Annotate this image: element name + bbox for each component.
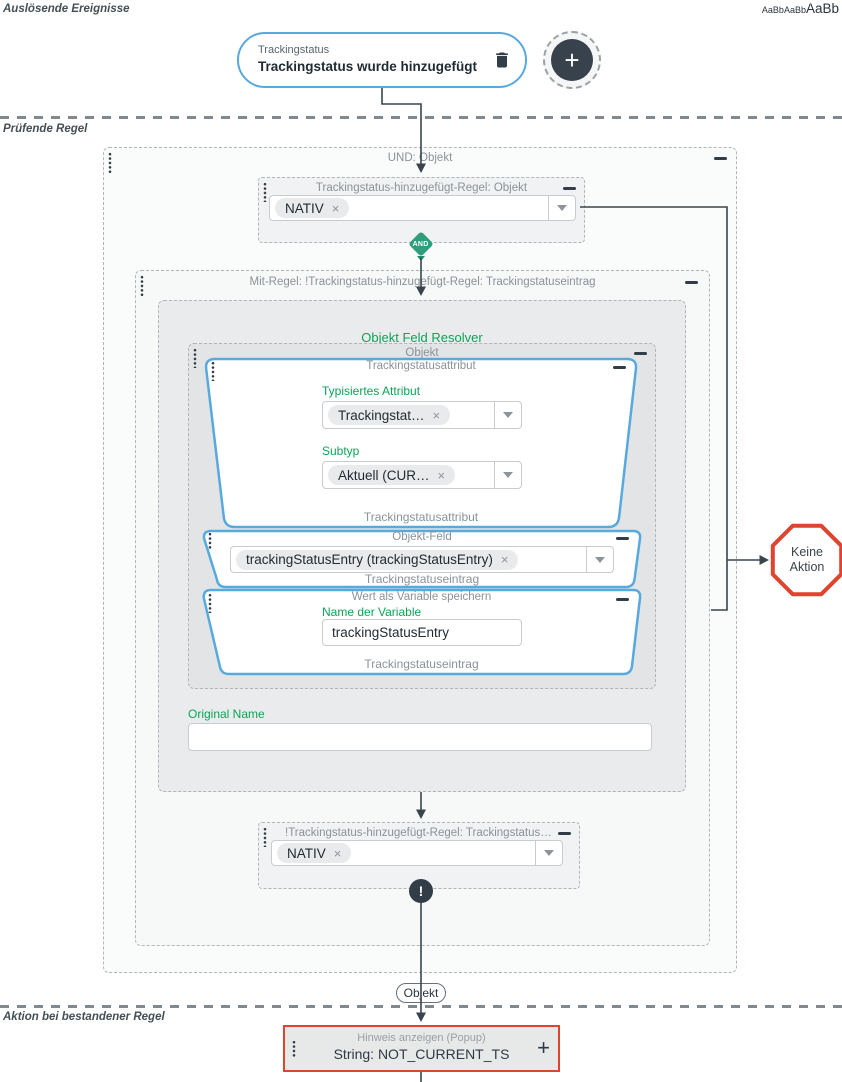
variable-name-label: Name der Variable [322,605,421,619]
und-group-title: UND: Objekt [134,152,706,164]
action-subtitle: Hinweis anzeigen (Popup) [311,1032,532,1044]
typed-attribute-dropdown-toggle[interactable] [494,402,521,428]
rule2-title: !Trackingstatus-hinzugefügt-Regel: Track… [285,827,553,839]
chip-remove-icon[interactable]: × [334,846,342,861]
attribute-node-title: Trackingstatusattribut [232,360,610,372]
original-name-input[interactable] [188,723,652,751]
object-field-chip[interactable]: trackingStatusEntry (trackingStatusEntry… [236,550,518,570]
section-label-triggering-events: Auslösende Ereignisse [3,3,130,15]
subtype-chip[interactable]: Aktuell (CUR…× [328,465,455,485]
objekt-output-pill: Objekt [396,983,446,1003]
attribute-node-collapse-button[interactable] [613,366,626,369]
add-action-button[interactable]: + [537,1035,550,1061]
rule2-collapse-button[interactable] [558,832,571,835]
variable-node-title: Wert als Variable speichern [229,591,614,603]
no-action-node[interactable]: Keine Aktion [767,545,842,575]
rule2-value-chip[interactable]: NATIV× [277,843,351,863]
add-trigger-button[interactable]: + [543,31,601,89]
chip-remove-icon[interactable]: × [438,468,446,483]
rule2-drag-handle[interactable] [263,827,267,847]
typed-attribute-chip[interactable]: Trackingstat…× [328,405,450,425]
separator-checking-rule [0,116,842,119]
action-node[interactable]: Hinweis anzeigen (Popup) String: NOT_CUR… [283,1025,560,1072]
rule1-drag-handle[interactable] [263,182,267,202]
chip-remove-icon[interactable]: × [501,552,509,567]
rule1-title: Trackingstatus-hinzugefügt-Regel: Objekt [287,182,556,194]
mit-regel-title: Mit-Regel: !Trackingstatus-hinzugefügt-R… [166,276,679,288]
rule1-value-chip[interactable]: NATIV× [275,198,349,218]
not-badge: ! [409,879,433,903]
object-field-node[interactable]: Objekt-Feld trackingStatusEntry (trackin… [198,527,646,591]
mit-regel-collapse-button[interactable] [685,281,698,284]
attribute-node-drag-handle[interactable] [211,361,215,381]
variable-node-collapse-button[interactable] [616,598,629,601]
font-sample-small: AaBbAaBb [762,5,806,15]
attribute-node[interactable]: Trackingstatusattribut Typisiertes Attri… [200,355,642,532]
subtype-select[interactable]: Aktuell (CUR…× [322,461,522,489]
rule1-collapse-button[interactable] [563,187,576,190]
chip-remove-icon[interactable]: × [433,408,441,423]
object-field-select[interactable]: trackingStatusEntry (trackingStatusEntry… [230,546,614,573]
delete-trigger-button[interactable] [492,49,512,76]
und-group-collapse-button[interactable] [714,157,727,160]
subtype-label: Subtyp [322,444,359,458]
font-samples: AaBbAaBbAaBb [762,1,839,16]
chip-remove-icon[interactable]: × [332,201,340,216]
rule2-value-select[interactable]: NATIV× [271,840,563,866]
rule2-dropdown-toggle[interactable] [535,841,562,865]
objekt-group-drag-handle[interactable] [193,348,197,368]
subtype-dropdown-toggle[interactable] [494,462,521,488]
object-field-collapse-button[interactable] [616,537,629,540]
plus-icon: + [551,39,593,81]
object-field-drag-handle[interactable] [208,532,212,550]
section-label-action: Aktion bei bestandener Regel [3,1011,165,1023]
separator-action [0,1005,842,1008]
object-field-dropdown-toggle[interactable] [586,547,613,572]
attribute-node-footer: Trackingstatusattribut [200,510,642,524]
typed-attribute-label: Typisiertes Attribut [322,384,420,398]
and-diamond-arrow-icon [417,256,425,261]
trigger-event-card[interactable]: Trackingstatus Trackingstatus wurde hinz… [237,32,527,88]
und-group-drag-handle[interactable] [108,152,112,173]
trash-icon [492,58,512,75]
trigger-event-type: Trackingstatus [258,44,329,56]
object-field-title: Objekt-Feld [230,531,614,543]
mit-regel-drag-handle[interactable] [140,275,144,296]
trigger-event-title: Trackingstatus wurde hinzugefügt [258,59,477,74]
variable-node-footer: Trackingstatuseintrag [197,657,646,671]
variable-node[interactable]: Wert als Variable speichern Name der Var… [197,586,646,678]
original-name-label: Original Name [188,707,265,721]
action-node-drag-handle[interactable] [292,1040,296,1057]
font-sample-large: AaBb [806,1,839,16]
rule1-dropdown-toggle[interactable] [548,196,575,220]
variable-name-input[interactable] [322,619,522,646]
no-action-line2: Aktion [767,560,842,575]
typed-attribute-select[interactable]: Trackingstat…× [322,401,522,429]
rule1-value-select[interactable]: NATIV× [269,195,576,221]
no-action-line1: Keine [767,545,842,560]
and-label: AND [413,240,429,247]
variable-node-drag-handle[interactable] [208,593,212,613]
action-title: String: NOT_CURRENT_TS [311,1046,532,1062]
section-label-checking-rule: Prüfende Regel [3,123,87,135]
object-field-footer: Trackingstatuseintrag [198,572,646,586]
